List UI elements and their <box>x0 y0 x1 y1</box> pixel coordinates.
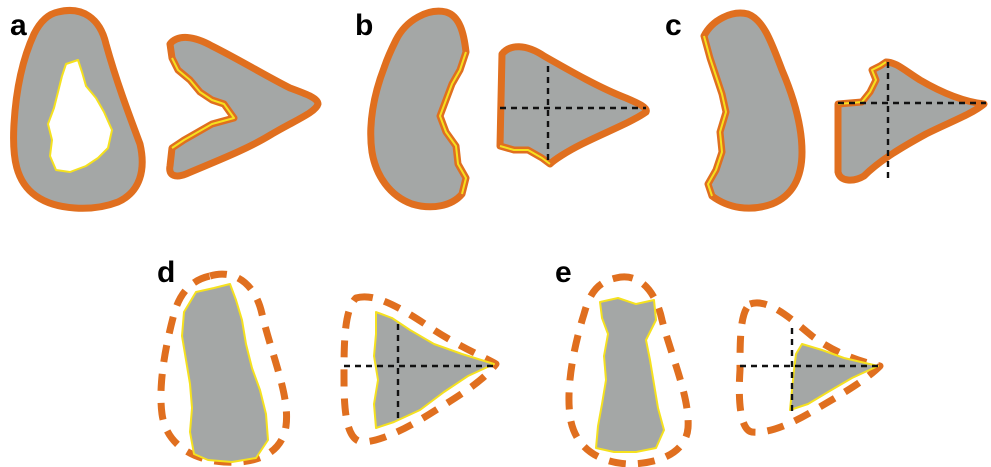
panel-e: e <box>555 256 880 464</box>
panel-c: c <box>665 9 986 208</box>
panel-e-left-endosteal-section <box>596 298 664 452</box>
panel-d-left-endosteal-section <box>182 284 268 462</box>
panel-label-e: e <box>555 256 572 289</box>
panel-label-b: b <box>355 9 373 42</box>
panel-d: d <box>157 256 498 462</box>
panel-label-d: d <box>157 256 175 289</box>
panel-a-right-section <box>170 37 318 176</box>
panel-b: b <box>355 9 646 207</box>
panel-c-right-section <box>838 62 984 180</box>
panel-b-right-section <box>500 47 646 164</box>
panel-a: a <box>10 9 318 208</box>
panel-b-left-section <box>371 11 466 207</box>
panel-c-left-section <box>704 13 802 208</box>
panel-label-a: a <box>10 9 27 42</box>
panel-label-c: c <box>665 9 682 42</box>
